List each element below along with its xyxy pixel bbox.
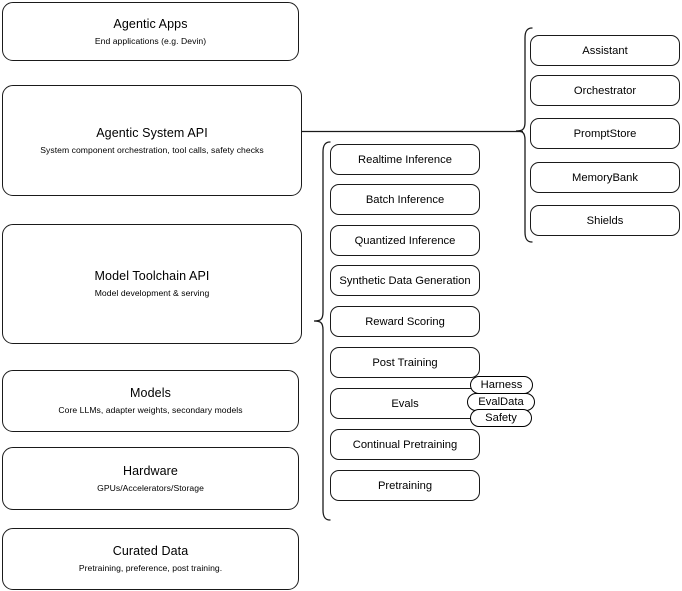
layer-subtitle: Model development & serving — [94, 288, 210, 298]
component-memorybank[interactable]: MemoryBank — [530, 162, 680, 193]
component-pretraining[interactable]: Pretraining — [330, 470, 480, 501]
component-batch-inference[interactable]: Batch Inference — [330, 184, 480, 215]
badge-harness[interactable]: Harness — [470, 376, 533, 394]
component-label: Orchestrator — [573, 84, 637, 97]
layer-title: Model Toolchain API — [94, 269, 210, 283]
layer-subtitle: Pretraining, preference, post training. — [78, 563, 223, 573]
component-label: Assistant — [582, 44, 628, 57]
layer-agentic-apps[interactable]: Agentic Apps End applications (e.g. Devi… — [2, 2, 299, 61]
brace-system-components — [513, 26, 535, 246]
badge-safety[interactable]: Safety — [470, 409, 532, 427]
component-promptstore[interactable]: PromptStore — [530, 118, 680, 149]
layer-subtitle: GPUs/Accelerators/Storage — [97, 482, 204, 493]
layer-title: Hardware — [123, 463, 178, 478]
layer-title: Agentic System API — [96, 125, 208, 140]
badge-label: EvalData — [478, 396, 524, 408]
component-reward-scoring[interactable]: Reward Scoring — [330, 306, 480, 337]
layer-title: Agentic Apps — [113, 16, 188, 31]
component-label: Batch Inference — [365, 193, 445, 206]
layer-subtitle: System component orchestration, tool cal… — [40, 144, 264, 155]
component-label: Pretraining — [377, 479, 433, 492]
component-quantized-inference[interactable]: Quantized Inference — [330, 225, 480, 256]
layer-model-toolchain-api[interactable]: Model Toolchain API Model development & … — [2, 224, 302, 344]
layer-title: Models — [130, 386, 171, 400]
component-label: Reward Scoring — [365, 315, 445, 328]
component-label: Quantized Inference — [354, 234, 456, 247]
layer-models[interactable]: Models Core LLMs, adapter weights, secon… — [2, 370, 299, 432]
layer-hardware[interactable]: Hardware GPUs/Accelerators/Storage — [2, 447, 299, 510]
layer-title: Curated Data — [112, 544, 189, 558]
component-label: Synthetic Data Generation — [339, 274, 471, 287]
component-label: Realtime Inference — [358, 153, 452, 166]
component-realtime-inference[interactable]: Realtime Inference — [330, 144, 480, 175]
component-shields[interactable]: Shields — [530, 205, 680, 236]
component-label: Post Training — [372, 356, 438, 369]
component-label: Shields — [586, 214, 624, 227]
layer-agentic-system-api[interactable]: Agentic System API System component orch… — [2, 85, 302, 196]
component-assistant[interactable]: Assistant — [530, 35, 680, 66]
component-post-training[interactable]: Post Training — [330, 347, 480, 378]
layer-subtitle: End applications (e.g. Devin) — [94, 35, 207, 46]
brace-toolchain — [311, 140, 333, 522]
badge-label: Safety — [485, 412, 517, 424]
component-label: Evals — [391, 397, 419, 410]
badge-label: Harness — [480, 379, 523, 391]
component-evals[interactable]: Evals — [330, 388, 480, 419]
component-synthetic-data-generation[interactable]: Synthetic Data Generation — [330, 265, 480, 296]
component-continual-pretraining[interactable]: Continual Pretraining — [330, 429, 480, 460]
layer-subtitle: Core LLMs, adapter weights, secondary mo… — [58, 405, 243, 415]
component-label: PromptStore — [573, 127, 637, 140]
component-label: Continual Pretraining — [352, 438, 458, 451]
layer-curated-data[interactable]: Curated Data Pretraining, preference, po… — [2, 528, 299, 590]
connector-system-api-to-components — [302, 124, 524, 140]
component-orchestrator[interactable]: Orchestrator — [530, 75, 680, 106]
component-label: MemoryBank — [572, 171, 638, 184]
